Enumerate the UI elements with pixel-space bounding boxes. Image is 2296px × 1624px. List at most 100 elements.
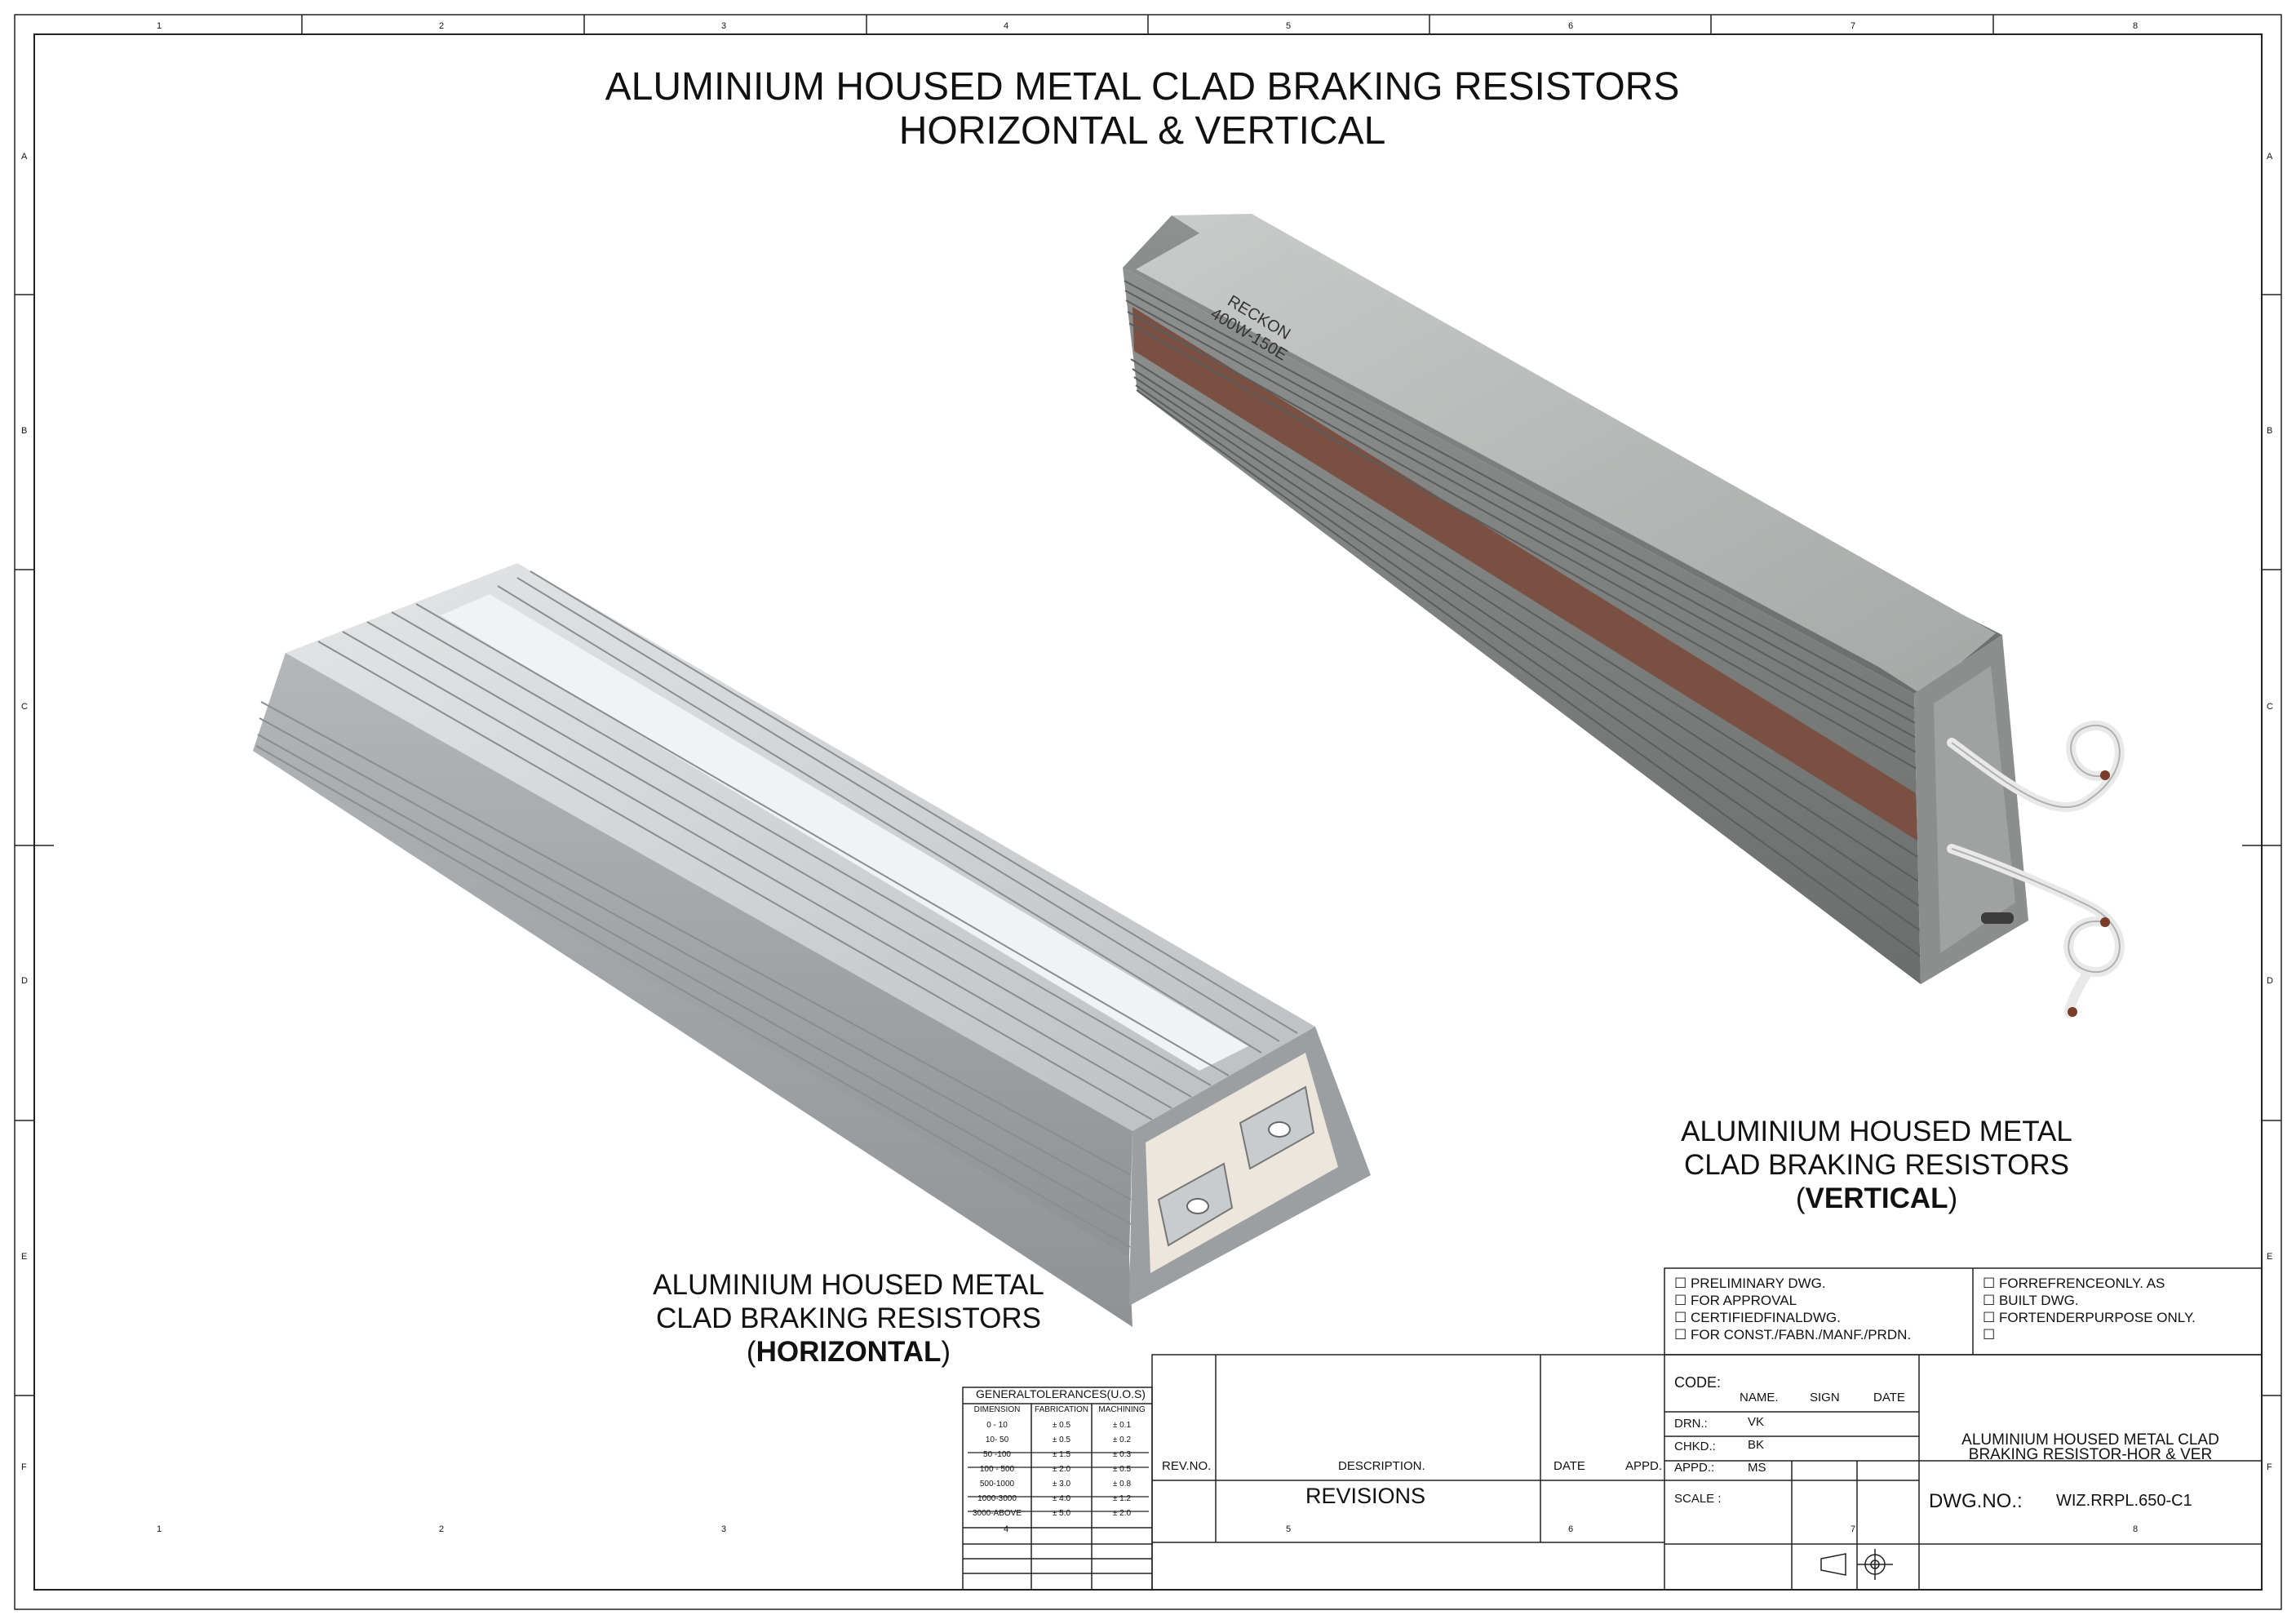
status-for-construction[interactable]: ☐ FOR CONST./FABN./MANF./PRDN. xyxy=(1674,1327,1912,1342)
title-block-lines xyxy=(962,1267,2263,1591)
horizontal-label-line-2: CLAD BRAKING RESISTORS xyxy=(656,1302,1041,1334)
rev-no-header: REV.NO. xyxy=(1162,1459,1212,1473)
projection-symbol xyxy=(1820,1549,1893,1580)
appd-header: APPD. xyxy=(1625,1459,1663,1473)
zone-row-a-right: A xyxy=(2267,152,2273,162)
zone-col-1-top: 1 xyxy=(157,21,162,31)
tol-fab-4: ± 3.0 xyxy=(1052,1480,1071,1489)
zone-row-e-left: E xyxy=(21,1252,28,1262)
zone-row-d-right: D xyxy=(2267,976,2273,986)
drawing-title-line-2: BRAKING RESISTOR-HOR & VER xyxy=(1968,1446,2213,1463)
tol-mach-3: ± 0.5 xyxy=(1112,1465,1132,1474)
inner-zone-1: 1 xyxy=(157,1524,162,1534)
tol-fab-3: ± 2.0 xyxy=(1052,1465,1071,1474)
horizontal-resistor-view xyxy=(253,563,1371,1327)
status-blank[interactable]: ☐ xyxy=(1983,1327,1996,1342)
tol-dim-6: 3000-ABOVE xyxy=(972,1509,1022,1518)
chkd-label: CHKD.: xyxy=(1674,1440,1716,1453)
status-tender-purpose[interactable]: ☐ FORTENDERPURPOSE ONLY. xyxy=(1983,1310,2196,1325)
status-certified-final[interactable]: ☐ CERTIFIEDFINALDWG. xyxy=(1674,1310,1841,1325)
zone-row-f-right: F xyxy=(2267,1462,2272,1472)
drawing-title-line-1: ALUMINIUM HOUSED METAL CLAD xyxy=(1961,1431,2219,1449)
zone-col-2-top: 2 xyxy=(439,21,445,31)
status-built-dwg[interactable]: ☐ BUILT DWG. xyxy=(1983,1293,2079,1308)
dwg-no-value: WIZ.RRPL.650-C1 xyxy=(2056,1492,2192,1510)
code-label: CODE: xyxy=(1674,1374,1722,1391)
inner-zone-2: 2 xyxy=(439,1524,445,1534)
zone-row-b-left: B xyxy=(21,426,28,436)
vertical-view-label: ALUMINIUM HOUSED METAL CLAD BRAKING RESI… xyxy=(1558,1115,2195,1215)
horizontal-label-line-1: ALUMINIUM HOUSED METAL xyxy=(653,1269,1044,1301)
zone-col-5-top: 5 xyxy=(1286,21,1292,31)
tolerance-header-machining: MACHINING xyxy=(1098,1405,1146,1414)
tol-mach-2: ± 0.3 xyxy=(1112,1450,1132,1459)
name-header: NAME. xyxy=(1740,1391,1779,1404)
chkd-name: BK xyxy=(1748,1438,1765,1452)
vertical-label-line-1: ALUMINIUM HOUSED METAL xyxy=(1681,1116,2072,1147)
tol-mach-0: ± 0.1 xyxy=(1112,1421,1132,1430)
zone-ticks xyxy=(15,15,2281,1396)
horizontal-view-label: ALUMINIUM HOUSED METAL CLAD BRAKING RESI… xyxy=(530,1268,1167,1369)
horizontal-label-bold: HORIZONTAL xyxy=(756,1336,942,1368)
vertical-label-bold: VERTICAL xyxy=(1805,1183,1948,1214)
tol-mach-5: ± 1.2 xyxy=(1112,1494,1132,1503)
drawing-title: ALUMINIUM HOUSED METAL CLAD BRAKING RESI… xyxy=(1922,1431,2258,1463)
inner-zone-3: 3 xyxy=(721,1524,727,1534)
scale-label: SCALE : xyxy=(1674,1492,1722,1506)
horizontal-label-line-3: (HORIZONTAL) xyxy=(746,1336,951,1368)
zone-row-a-left: A xyxy=(21,152,28,162)
status-preliminary[interactable]: ☐ PRELIMINARY DWG. xyxy=(1674,1276,1826,1291)
date-sign-header: DATE xyxy=(1873,1391,1905,1404)
sheet-title-line-1: ALUMINIUM HOUSED METAL CLAD BRAKING RESI… xyxy=(605,65,1680,109)
status-reference-only[interactable]: ☐ FORREFRENCEONLY. AS xyxy=(1983,1276,2165,1291)
zone-col-3-top: 3 xyxy=(721,21,727,31)
description-header: DESCRIPTION. xyxy=(1338,1459,1425,1473)
tol-fab-0: ± 0.5 xyxy=(1052,1421,1071,1430)
drn-label: DRN.: xyxy=(1674,1417,1708,1431)
inner-zone-5: 5 xyxy=(1286,1524,1292,1534)
vertical-label-line-2: CLAD BRAKING RESISTORS xyxy=(1684,1149,2069,1181)
inner-zone-4: 4 xyxy=(1004,1524,1009,1534)
tol-dim-3: 100 - 500 xyxy=(979,1465,1015,1474)
zone-col-6-top: 6 xyxy=(1568,21,1574,31)
tol-mach-6: ± 2.0 xyxy=(1112,1509,1132,1518)
zone-col-7-top: 7 xyxy=(1851,21,1856,31)
tol-fab-6: ± 5.0 xyxy=(1052,1509,1071,1518)
appd-label: APPD.: xyxy=(1674,1461,1715,1475)
status-options-right: ☐ FORREFRENCEONLY. AS ☐ BUILT DWG. ☐ FOR… xyxy=(1983,1275,2196,1343)
tolerance-machining-col: ± 0.1 ± 0.2 ± 0.3 ± 0.5 ± 0.8 ± 1.2 ± 2.… xyxy=(1092,1418,1152,1521)
revisions-title: REVISIONS xyxy=(1305,1484,1426,1508)
inner-zone-6: 6 xyxy=(1568,1524,1574,1534)
vertical-label-line-3: (VERTICAL) xyxy=(1795,1183,1958,1214)
sign-header: SIGN xyxy=(1810,1391,1840,1404)
tolerance-header-fabrication: FABRICATION xyxy=(1035,1405,1088,1414)
tol-fab-2: ± 1.5 xyxy=(1052,1450,1071,1459)
zone-row-b-right: B xyxy=(2267,426,2273,436)
date-header: DATE xyxy=(1554,1459,1585,1473)
zone-row-f-left: F xyxy=(21,1462,27,1472)
tolerance-title: GENERALTOLERANCES(U.O.S) xyxy=(976,1387,1146,1400)
tol-mach-1: ± 0.2 xyxy=(1112,1435,1132,1444)
inner-zone-7: 7 xyxy=(1851,1524,1856,1534)
zone-row-d-left: D xyxy=(21,976,28,986)
tol-fab-5: ± 4.0 xyxy=(1052,1494,1071,1503)
zone-row-e-right: E xyxy=(2267,1252,2273,1262)
tol-mach-4: ± 0.8 xyxy=(1112,1480,1132,1489)
zone-row-c-left: C xyxy=(21,702,28,712)
sheet-title: ALUMINIUM HOUSED METAL CLAD BRAKING RESI… xyxy=(408,65,1877,153)
inner-zone-8: 8 xyxy=(2133,1524,2139,1534)
vertical-resistor-view xyxy=(1123,214,2125,1018)
tolerance-header-dimension: DIMENSION xyxy=(973,1405,1021,1414)
dwg-no-label: DWG.NO.: xyxy=(1929,1490,2023,1512)
zone-col-4-top: 4 xyxy=(1004,21,1009,31)
tol-dim-2: 50 -100 xyxy=(983,1450,1011,1459)
status-for-approval[interactable]: ☐ FOR APPROVAL xyxy=(1674,1293,1797,1308)
tol-dim-1: 10- 50 xyxy=(985,1435,1009,1444)
appd-name: MS xyxy=(1748,1461,1766,1475)
tol-dim-5: 1000-3000 xyxy=(977,1494,1017,1503)
tol-dim-0: 0 - 10 xyxy=(986,1421,1008,1430)
tol-dim-4: 500-1000 xyxy=(979,1480,1015,1489)
status-options-left: ☐ PRELIMINARY DWG. ☐ FOR APPROVAL ☐ CERT… xyxy=(1674,1275,1911,1343)
